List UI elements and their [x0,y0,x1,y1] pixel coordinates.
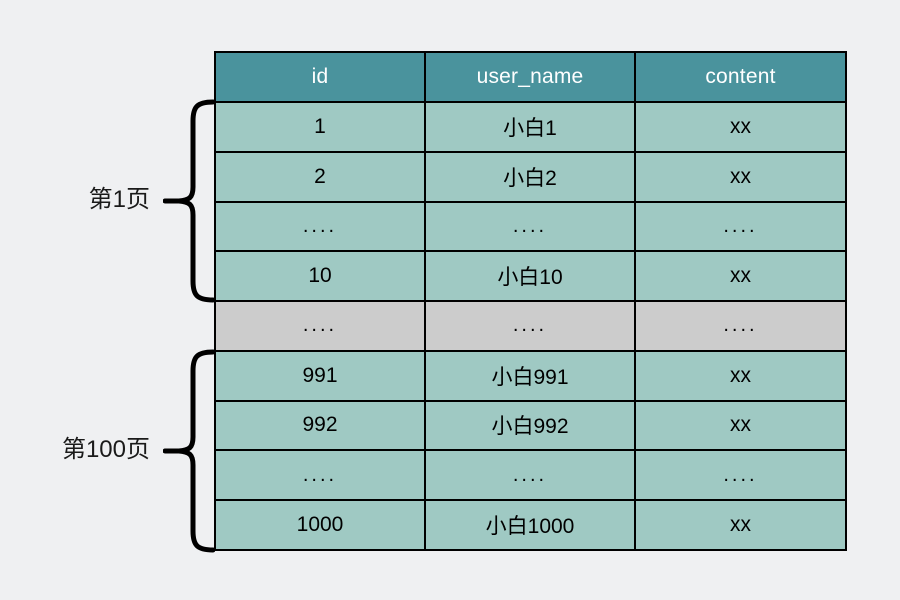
table-cell-id: 992 [214,399,426,452]
column-header-user-name: user_name [424,51,636,103]
table-cell-id: 991 [214,349,426,402]
table-cell-id: .... [214,449,426,502]
column-header-id: id [214,51,426,103]
table-row: ............ [214,200,847,253]
table-cell-user_name: 小白1000 [424,499,636,551]
table-cell-id: .... [214,300,426,352]
table-cell-content: .... [634,200,847,253]
table-cell-id: 2 [214,150,426,203]
table-cell-id: 1000 [214,499,426,551]
table-cell-id: 1 [214,101,426,153]
table-cell-user_name: 小白10 [424,250,636,303]
table-cell-id: .... [214,200,426,253]
table-cell-content: xx [634,250,847,303]
table-cell-content: xx [634,349,847,402]
table-cell-user_name: 小白2 [424,150,636,203]
table-header-row: id user_name content [214,51,847,103]
table-row: ............ [214,300,847,352]
table-cell-user_name: 小白991 [424,349,636,402]
group-label-page-1: 第1页 [88,186,150,213]
table-cell-user_name: .... [424,449,636,502]
table-cell-content: .... [634,449,847,502]
curly-brace-page-100-icon [163,349,215,553]
table-row: ............ [214,449,847,502]
table-cell-user_name: .... [424,300,636,352]
table-header: id user_name content [214,51,847,103]
table-cell-content: xx [634,150,847,203]
group-label-page-100: 第100页 [61,436,150,463]
table-cell-content: xx [634,101,847,153]
curly-brace-page-1-icon [163,99,215,303]
table-cell-user_name: 小白1 [424,101,636,153]
table-cell-user_name: 小白992 [424,399,636,452]
column-header-content: content [634,51,847,103]
table-cell-content: .... [634,300,847,352]
table-cell-user_name: .... [424,200,636,253]
table-cell-id: 10 [214,250,426,303]
table-cell-content: xx [634,399,847,452]
table-cell-content: xx [634,499,847,551]
